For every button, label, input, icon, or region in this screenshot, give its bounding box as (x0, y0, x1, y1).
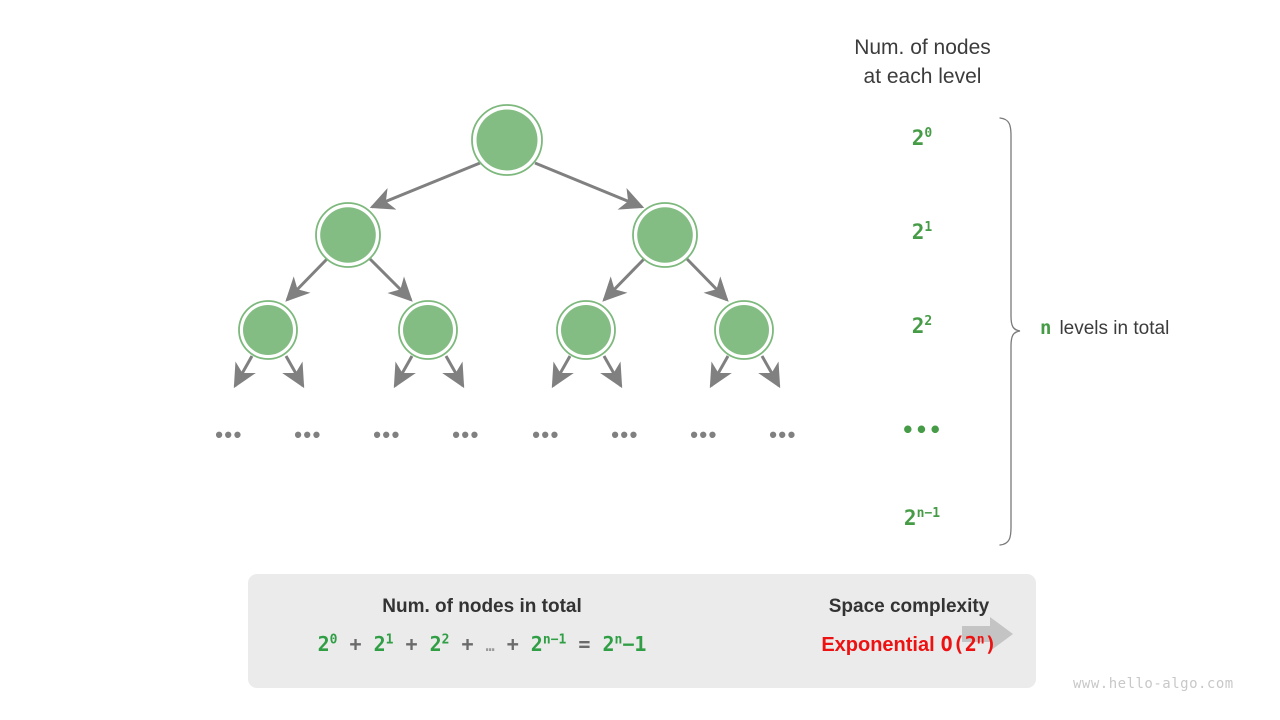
levels-total-text: levels in total (1059, 318, 1170, 339)
tree-ellipsis-5: ••• (532, 422, 560, 447)
tree-ellipsis-3: ••• (373, 422, 401, 447)
edge-l1a-left (285, 257, 329, 302)
tree-ellipsis-2: ••• (294, 422, 322, 447)
edge-l1b-left (602, 257, 646, 302)
tree-node-l1-right (632, 202, 698, 268)
formula-term-0-base: 2 (317, 632, 330, 656)
tree-ellipsis-8: ••• (769, 422, 797, 447)
watermark: www.hello-algo.com (1073, 676, 1234, 692)
tree-ellipsis-6: ••• (611, 422, 639, 447)
complexity-label: Exponential (821, 634, 935, 656)
formula-last-term-base: 2 (530, 632, 543, 656)
formula-plus-3: + (461, 632, 474, 656)
level-label-1: 21 (832, 220, 1012, 244)
summary-left-heading: Num. of nodes in total (382, 596, 582, 617)
levels-total-annotation: n levels in total (1040, 317, 1169, 340)
formula-plus-4: + (506, 632, 519, 656)
formula-term-0-exp: 0 (329, 632, 338, 648)
formula-last-term-exp: n−1 (542, 632, 567, 648)
level-label-2: 22 (832, 314, 1012, 338)
summary-formula: 20 + 21 + 22 + … + 2n−1 = 2n−1 (248, 632, 716, 656)
tree-ellipsis-7: ••• (690, 422, 718, 447)
level-label-0-exp: 0 (924, 126, 933, 141)
tree-node-l2-2 (398, 300, 458, 360)
formula-result-suffix: −1 (622, 632, 647, 656)
level-label-last-exp: n−1 (916, 506, 941, 521)
formula-term-2-base: 2 (429, 632, 442, 656)
edge-stub-4 (442, 355, 465, 389)
level-label-2-base: 2 (911, 314, 925, 338)
formula-result: 2n−1 (602, 632, 646, 656)
level-label-0: 20 (832, 126, 1012, 150)
tree-node-l2-3 (556, 300, 616, 360)
formula-term-1-exp: 1 (385, 632, 394, 648)
level-label-1-base: 2 (911, 220, 925, 244)
complexity-big-o: O(2n) (941, 632, 997, 656)
edge-stub-8 (758, 355, 781, 389)
formula-plus-1: + (349, 632, 362, 656)
edge-root-left (369, 161, 481, 210)
summary-right-heading: Space complexity (828, 596, 990, 617)
formula-term-1-base: 2 (373, 632, 386, 656)
edge-stub-5 (551, 355, 574, 389)
level-label-ellipsis-glyph: ••• (901, 418, 943, 442)
tree-node-root (471, 104, 543, 176)
level-label-last-base: 2 (903, 506, 917, 530)
edge-stub-7 (709, 355, 732, 389)
formula-term-0: 20 (318, 632, 338, 656)
complexity-big-o-head: O(2 (940, 632, 977, 656)
page-title: Num. of nodes at each level (854, 36, 991, 88)
tree-node-l2-4 (714, 300, 774, 360)
level-label-2-exp: 2 (924, 314, 933, 329)
level-label-0-base: 2 (911, 126, 925, 150)
formula-ellipsis: … (485, 637, 495, 655)
formula-last-term: 2n−1 (531, 632, 567, 656)
edge-l1b-right (685, 257, 729, 302)
tree-ellipsis-1: ••• (215, 422, 243, 447)
formula-plus-2: + (405, 632, 418, 656)
formula-term-2: 22 (430, 632, 450, 656)
formula-equals: = (578, 632, 591, 656)
formula-term-1: 21 (374, 632, 394, 656)
edge-stub-6 (600, 355, 623, 389)
tree-ellipsis-4: ••• (452, 422, 480, 447)
summary-left-column: Num. of nodes in total 20 + 21 + 22 + … … (248, 596, 716, 656)
summary-box: Num. of nodes in total 20 + 21 + 22 + … … (248, 574, 1036, 688)
formula-term-2-exp: 2 (441, 632, 450, 648)
tree-node-l1-left (315, 202, 381, 268)
level-label-last: 2n−1 (832, 506, 1012, 530)
summary-arrow-layer (962, 617, 1013, 651)
level-label-ellipsis: ••• (832, 420, 1012, 441)
edge-stub-3 (393, 355, 416, 389)
edge-stub-1 (233, 355, 256, 389)
tree-node-l2-1 (238, 300, 298, 360)
edge-l1a-right (368, 257, 413, 302)
level-label-1-exp: 1 (924, 220, 933, 235)
arrow-right-icon (962, 617, 1013, 651)
formula-result-base: 2 (602, 632, 615, 656)
edge-root-right (534, 161, 645, 210)
complexity-big-o-tail: ) (984, 632, 997, 656)
edge-stub-2 (282, 355, 305, 389)
levels-total-variable: n (1040, 317, 1052, 339)
levels-curly-brace (999, 117, 1021, 546)
formula-result-exp: n (614, 632, 623, 648)
complexity-big-o-exp: n (976, 632, 985, 648)
